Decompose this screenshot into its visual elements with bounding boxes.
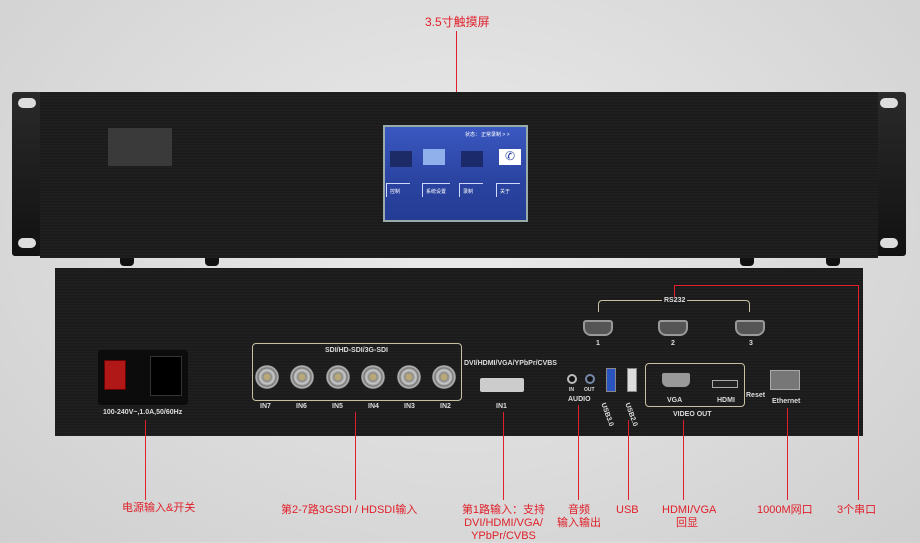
rs232-port	[658, 320, 688, 336]
audio-in-jack	[567, 374, 577, 384]
usb2-port	[627, 368, 637, 392]
bnc-port	[432, 365, 456, 389]
hdmi-port	[712, 380, 738, 388]
video-out-label: VIDEO OUT	[673, 411, 712, 418]
vga-label: VGA	[667, 397, 683, 404]
touchscreen[interactable]: 状态： 正常录制 > > ✆ 控制 系统设置 录制 关于	[383, 125, 528, 222]
record-icon	[461, 151, 483, 167]
port-label: IN7	[260, 403, 271, 410]
status-label: 状态：	[465, 132, 481, 138]
reset-button[interactable]: Reset	[746, 392, 766, 399]
leader-line	[456, 31, 457, 126]
dvi-port	[480, 378, 524, 392]
rs232-label: RS232	[662, 297, 688, 304]
bnc-port	[255, 365, 279, 389]
screen-button-control[interactable]: 控制	[386, 183, 410, 197]
port-label: 1	[596, 340, 600, 347]
ethernet-label: Ethernet	[772, 398, 801, 405]
ir-window	[108, 128, 172, 166]
port-label: IN2	[440, 403, 451, 410]
annotation-audio: 音频输入输出	[557, 504, 601, 529]
port-label: 3	[749, 340, 753, 347]
sdi-group-label: SDI/HD-SDI/3G-SDI	[325, 347, 389, 354]
audio-out-label: OUT	[584, 387, 595, 393]
usb3-port	[606, 368, 616, 392]
port-label: IN1	[496, 403, 507, 410]
bnc-port	[290, 365, 314, 389]
screen-button-record[interactable]: 录制	[459, 183, 483, 197]
audio-out-jack	[585, 374, 595, 384]
port-label: IN4	[368, 403, 379, 410]
ethernet-port	[770, 370, 800, 390]
audio-label: AUDIO	[568, 396, 591, 403]
bnc-port	[326, 365, 350, 389]
control-icon	[390, 151, 412, 167]
port-label: 2	[671, 340, 675, 347]
power-module	[98, 350, 188, 405]
sdi-group-frame	[252, 343, 462, 401]
vga-port	[662, 373, 690, 387]
video-out-frame	[645, 363, 745, 407]
screen-button-about[interactable]: 关于	[496, 183, 520, 197]
status-value: 正常录制 > >	[481, 132, 510, 138]
annotation-touchscreen: 3.5寸触摸屏	[425, 15, 490, 29]
annotation-sdi: 第2-7路3GSDI / HDSDI输入	[281, 504, 418, 516]
bnc-port	[361, 365, 385, 389]
port-label: IN6	[296, 403, 307, 410]
hdmi-label: HDMI	[717, 397, 735, 404]
settings-icon	[423, 149, 445, 165]
audio-in-label: IN	[569, 387, 574, 393]
screen-button-settings[interactable]: 系统设置	[422, 183, 450, 197]
dvi-group-label: DVI/HDMI/VGA/YPbPr/CVBS	[464, 360, 557, 367]
port-label: IN3	[404, 403, 415, 410]
power-rating: 100-240V~,1.0A,50/60Hz	[103, 409, 183, 416]
annotation-network: 1000M网口	[757, 504, 813, 516]
power-switch[interactable]	[104, 360, 126, 390]
bnc-port	[397, 365, 421, 389]
annotation-usb: USB	[616, 504, 639, 516]
port-label: IN5	[332, 403, 343, 410]
annotation-serial: 3个串口	[837, 504, 877, 516]
power-socket	[150, 356, 182, 396]
rs232-port	[583, 320, 613, 336]
rear-unit	[55, 268, 863, 436]
about-icon: ✆	[499, 149, 521, 165]
annotation-power: 电源输入&开关	[122, 502, 196, 514]
rs232-port	[735, 320, 765, 336]
